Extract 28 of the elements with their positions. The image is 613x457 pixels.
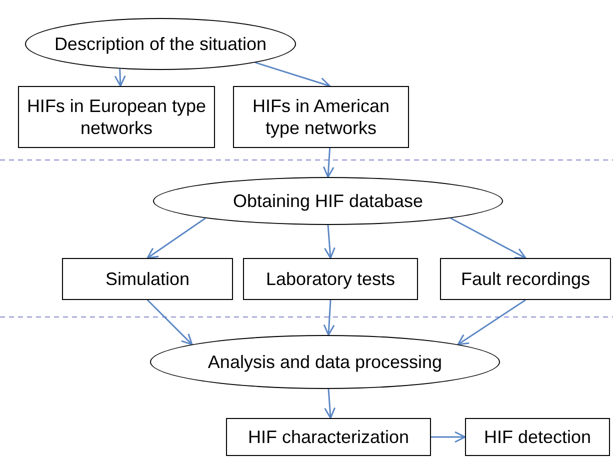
process-box bbox=[18, 86, 215, 148]
arrow bbox=[457, 299, 526, 346]
process-box bbox=[465, 418, 610, 456]
arrow bbox=[146, 299, 193, 346]
node-label: HIF detection bbox=[484, 426, 592, 448]
process-box bbox=[440, 258, 611, 300]
node-label: HIFs in European type networks bbox=[26, 94, 208, 140]
arrow bbox=[255, 62, 331, 89]
process-box bbox=[62, 258, 233, 300]
arrow bbox=[431, 431, 466, 443]
arrow bbox=[450, 217, 526, 259]
arrow bbox=[324, 224, 336, 259]
node-label: Simulation bbox=[105, 268, 190, 290]
node-label: Analysis and data processing bbox=[208, 350, 442, 374]
process-box bbox=[226, 418, 431, 456]
node-label: Laboratory tests bbox=[266, 268, 396, 290]
node-label: Fault recordings bbox=[460, 268, 590, 290]
arrow bbox=[114, 68, 126, 87]
arrow bbox=[323, 300, 335, 336]
node-label: HIFs in American type networks bbox=[251, 94, 391, 140]
node-label: Obtaining HIF database bbox=[232, 190, 424, 212]
process-box bbox=[233, 86, 409, 148]
node-label: HIF characterization bbox=[248, 426, 410, 448]
process-box bbox=[243, 258, 418, 300]
arrow bbox=[324, 388, 336, 419]
arrow bbox=[146, 218, 206, 259]
node-label: Description of the situation bbox=[54, 32, 267, 56]
arrow bbox=[322, 148, 334, 178]
